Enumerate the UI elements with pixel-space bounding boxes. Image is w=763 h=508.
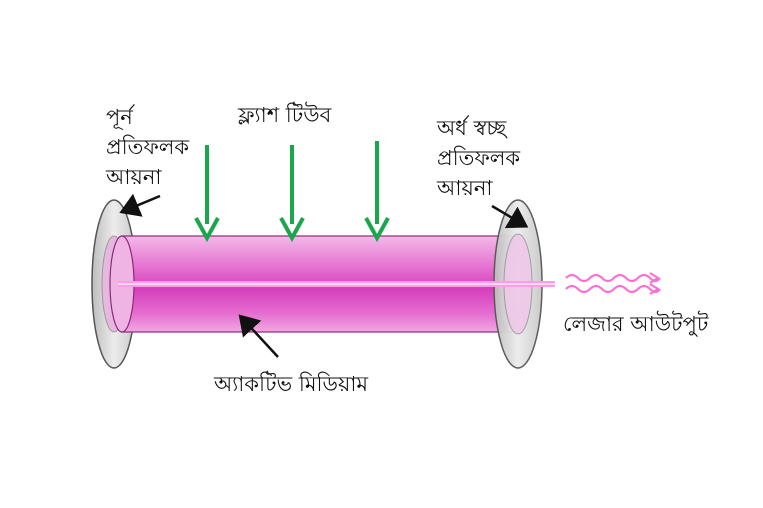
partial-mirror-label-line-3: আয়না: [437, 176, 493, 200]
laser-output-label: লেজার আউটপুট: [563, 309, 708, 339]
full-mirror-label-line-1: পূর্ন: [106, 105, 133, 129]
partial-mirror-label-line-1: অর্ধ স্বচ্ছ: [437, 116, 507, 140]
full-mirror-label-line-3: আয়না: [106, 165, 162, 189]
flash-arrow-2: [279, 145, 305, 243]
flash-tube-label-text: ফ্ল্যাশ টিউব: [238, 103, 332, 127]
laser-output-wave: [565, 272, 661, 295]
partial-mirror-label: অর্ধ স্বচ্ছ প্রতিফলক আয়না: [437, 113, 520, 203]
active-medium-pointer-arrow: [238, 314, 279, 358]
flash-tube-label: ফ্ল্যাশ টিউব: [238, 100, 331, 130]
active-medium-label-text: অ্যাকটিভ মিডিয়াম: [214, 372, 369, 396]
flash-tube-arrows: [194, 141, 390, 243]
full-mirror-pointer-arrow: [119, 193, 161, 217]
partial-mirror-pointer-arrow: [491, 204, 529, 229]
laser-output-label-text: লেজার আউটপুট: [563, 312, 709, 336]
active-medium-label: অ্যাকটিভ মিডিয়াম: [214, 369, 368, 399]
flash-arrow-3: [364, 141, 390, 243]
flash-arrow-1: [194, 145, 220, 243]
partial-mirror-label-line-2: প্রতিফলক: [437, 146, 521, 170]
full-mirror-label: পূর্ন প্রতিফলক আয়না: [106, 102, 189, 192]
full-mirror-label-line-2: প্রতিফলক: [106, 135, 190, 159]
